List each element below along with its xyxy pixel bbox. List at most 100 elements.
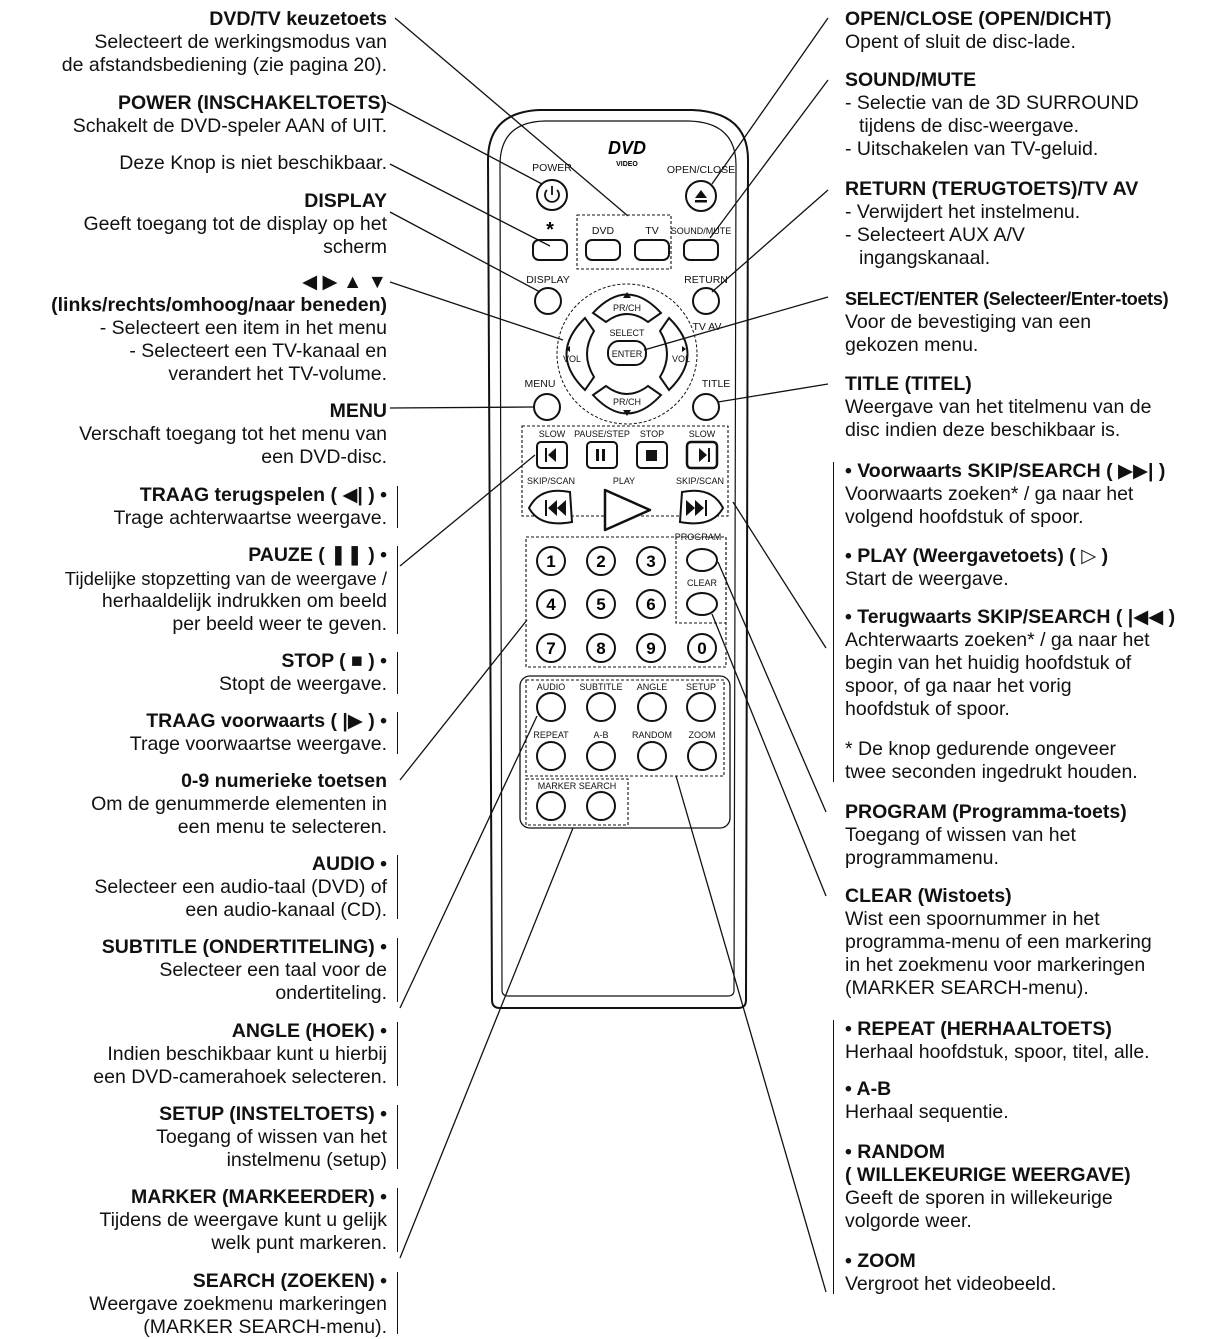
stop-button[interactable]	[636, 441, 668, 469]
setup-button[interactable]	[686, 692, 716, 722]
angle-button[interactable]	[637, 692, 667, 722]
pr-ch-up-button[interactable]	[591, 292, 663, 324]
desc-line: - Selecteert een TV-kanaal en	[129, 340, 387, 362]
zoom-button[interactable]	[687, 741, 717, 771]
desc-subtitle: SUBTITLE (ONDERTITELING) • Selecteer een…	[0, 936, 387, 1005]
digit-5-button[interactable]: 5	[586, 589, 616, 619]
desc-skipfwd: • Voorwaarts SKIP/SEARCH ( ▶▶| ) Voorwaa…	[845, 460, 1217, 529]
digit-7-button[interactable]: 7	[536, 633, 566, 663]
star-button[interactable]	[532, 239, 568, 261]
search-button[interactable]	[586, 791, 616, 821]
dvd-button[interactable]	[585, 239, 621, 261]
tv-button[interactable]	[634, 239, 670, 261]
digit-8-button[interactable]: 8	[586, 633, 616, 663]
desc-line: gekozen menu.	[845, 334, 979, 356]
digit-label: 3	[646, 552, 655, 571]
digit-3-button[interactable]: 3	[636, 546, 666, 576]
desc-line: Schakelt de DVD-speler AAN of UIT.	[72, 115, 387, 137]
desc-soundmute: SOUND/MUTE - Selectie van de 3D SURROUND…	[845, 69, 1217, 161]
desc-line: in het zoekmenu voor markeringen	[845, 954, 1146, 976]
desc-line: Weergave zoekmenu markeringen	[89, 1293, 387, 1315]
desc-arrows: ◀ ▶ ▲ ▼ (links/rechts/omhoog/naar benede…	[0, 271, 387, 386]
bracket-rule	[397, 938, 398, 1002]
display-button[interactable]	[534, 287, 562, 315]
enter-button[interactable]	[607, 340, 647, 366]
slow-fwd-button[interactable]	[685, 440, 719, 470]
desc-line: Verschaft toegang tot het menu van	[79, 423, 387, 445]
desc-line: een DVD-disc.	[261, 446, 387, 468]
desc-line: - Selecteert AUX A/V	[845, 224, 1025, 246]
tv-label: TV	[645, 225, 658, 237]
pause-step-label: PAUSE/STEP	[574, 429, 630, 439]
dvd-tv-group	[576, 214, 672, 270]
desc-line: * De knop gedurende ongeveer	[845, 738, 1117, 760]
desc-setup: SETUP (INSTELTOETS) • Toegang of wissen …	[0, 1103, 387, 1172]
digit-label: 0	[697, 639, 706, 658]
marker-button[interactable]	[536, 791, 566, 821]
clear-button[interactable]	[686, 592, 718, 616]
vol-left-button[interactable]	[565, 316, 596, 392]
open-close-button[interactable]	[685, 180, 717, 212]
skip-rev-button[interactable]	[527, 489, 574, 525]
desc-line: tijdens de disc-weergave.	[859, 115, 1080, 137]
digit-0-button[interactable]: 0	[687, 633, 717, 663]
audio-button[interactable]	[536, 692, 566, 722]
menu-button[interactable]	[533, 393, 561, 421]
desc-line: (MARKER SEARCH-menu).	[845, 977, 1089, 999]
random-button[interactable]	[637, 741, 667, 771]
desc-title: SELECT/ENTER (Selecteer/Enter-toets)	[845, 289, 1169, 309]
desc-line: Weergave van het titelmenu van de	[845, 396, 1152, 418]
title-button[interactable]	[692, 393, 720, 421]
digit-label: 6	[646, 595, 655, 614]
return-button[interactable]	[692, 287, 720, 315]
repeat-button[interactable]	[536, 741, 566, 771]
slow-rev-button[interactable]	[536, 441, 568, 469]
desc-zoom: • ZOOM Vergroot het videobeeld.	[845, 1250, 1217, 1296]
skip-fwd-button[interactable]	[678, 489, 725, 525]
setup-label: SETUP	[686, 682, 716, 692]
desc-random: • RANDOM ( WILLEKEURIGE WEERGAVE) Geeft …	[845, 1141, 1217, 1233]
program-button[interactable]	[686, 548, 718, 572]
desc-line: Wist een spoornummer in het	[845, 908, 1100, 930]
desc-title: TRAAG voorwaarts ( |▶ ) •	[146, 710, 387, 732]
desc-subtitle: ( WILLEKEURIGE WEERGAVE)	[845, 1164, 1131, 1186]
digit-2-button[interactable]: 2	[586, 546, 616, 576]
a-b-button[interactable]	[586, 741, 616, 771]
desc-line: een menu te selecteren.	[177, 816, 387, 838]
zoom-label: ZOOM	[689, 730, 716, 740]
desc-line: - Uitschakelen van TV-geluid.	[845, 138, 1099, 160]
play-button[interactable]	[603, 488, 652, 532]
leader-lines	[386, 17, 829, 1293]
desc-line: Vergroot het videobeeld.	[845, 1273, 1057, 1295]
vol-right-label: VOL	[672, 354, 690, 364]
desc-line: Geeft de sporen in willekeurige	[845, 1187, 1113, 1209]
desc-line: twee seconden ingedrukt houden.	[845, 761, 1138, 783]
power-button[interactable]	[536, 179, 568, 211]
desc-line: verandert het TV-volume.	[168, 363, 387, 385]
desc-title: ◀ ▶ ▲ ▼	[302, 271, 387, 293]
bracket-rule	[397, 1022, 398, 1086]
desc-line: Trage achterwaartse weergave.	[113, 507, 388, 529]
pause-button[interactable]	[586, 441, 618, 469]
digit-1-button[interactable]: 1	[536, 546, 566, 576]
desc-power: POWER (INSCHAKELTOETS) Schakelt de DVD-s…	[0, 92, 387, 138]
desc-line: een audio-kanaal (CD).	[185, 899, 387, 921]
desc-display: DISPLAY Geeft toegang tot de display op …	[0, 190, 387, 259]
digit-6-button[interactable]: 6	[636, 589, 666, 619]
desc-line: Start de weergave.	[845, 568, 1009, 590]
pr-ch-down-button[interactable]	[591, 384, 663, 416]
open-close-label: OPEN/CLOSE	[667, 164, 735, 176]
vol-left-label: VOL	[563, 354, 581, 364]
sound-mute-button[interactable]	[683, 239, 719, 261]
desc-angle: ANGLE (HOEK) • Indien beschikbaar kunt u…	[0, 1020, 387, 1089]
desc-line: - Verwijdert het instelmenu.	[845, 201, 1081, 223]
digit-4-button[interactable]: 4	[536, 589, 566, 619]
digit-9-button[interactable]: 9	[636, 633, 666, 663]
bracket-rule	[397, 855, 398, 919]
desc-title: DVD/TV keuzetoets	[209, 8, 387, 30]
slow-rev-label: SLOW	[539, 429, 566, 439]
desc-numeric: 0-9 numerieke toetsen Om de genummerde e…	[0, 770, 387, 839]
vol-right-button[interactable]	[658, 316, 689, 392]
subtitle-button[interactable]	[586, 692, 616, 722]
bracket-rule	[833, 462, 834, 782]
